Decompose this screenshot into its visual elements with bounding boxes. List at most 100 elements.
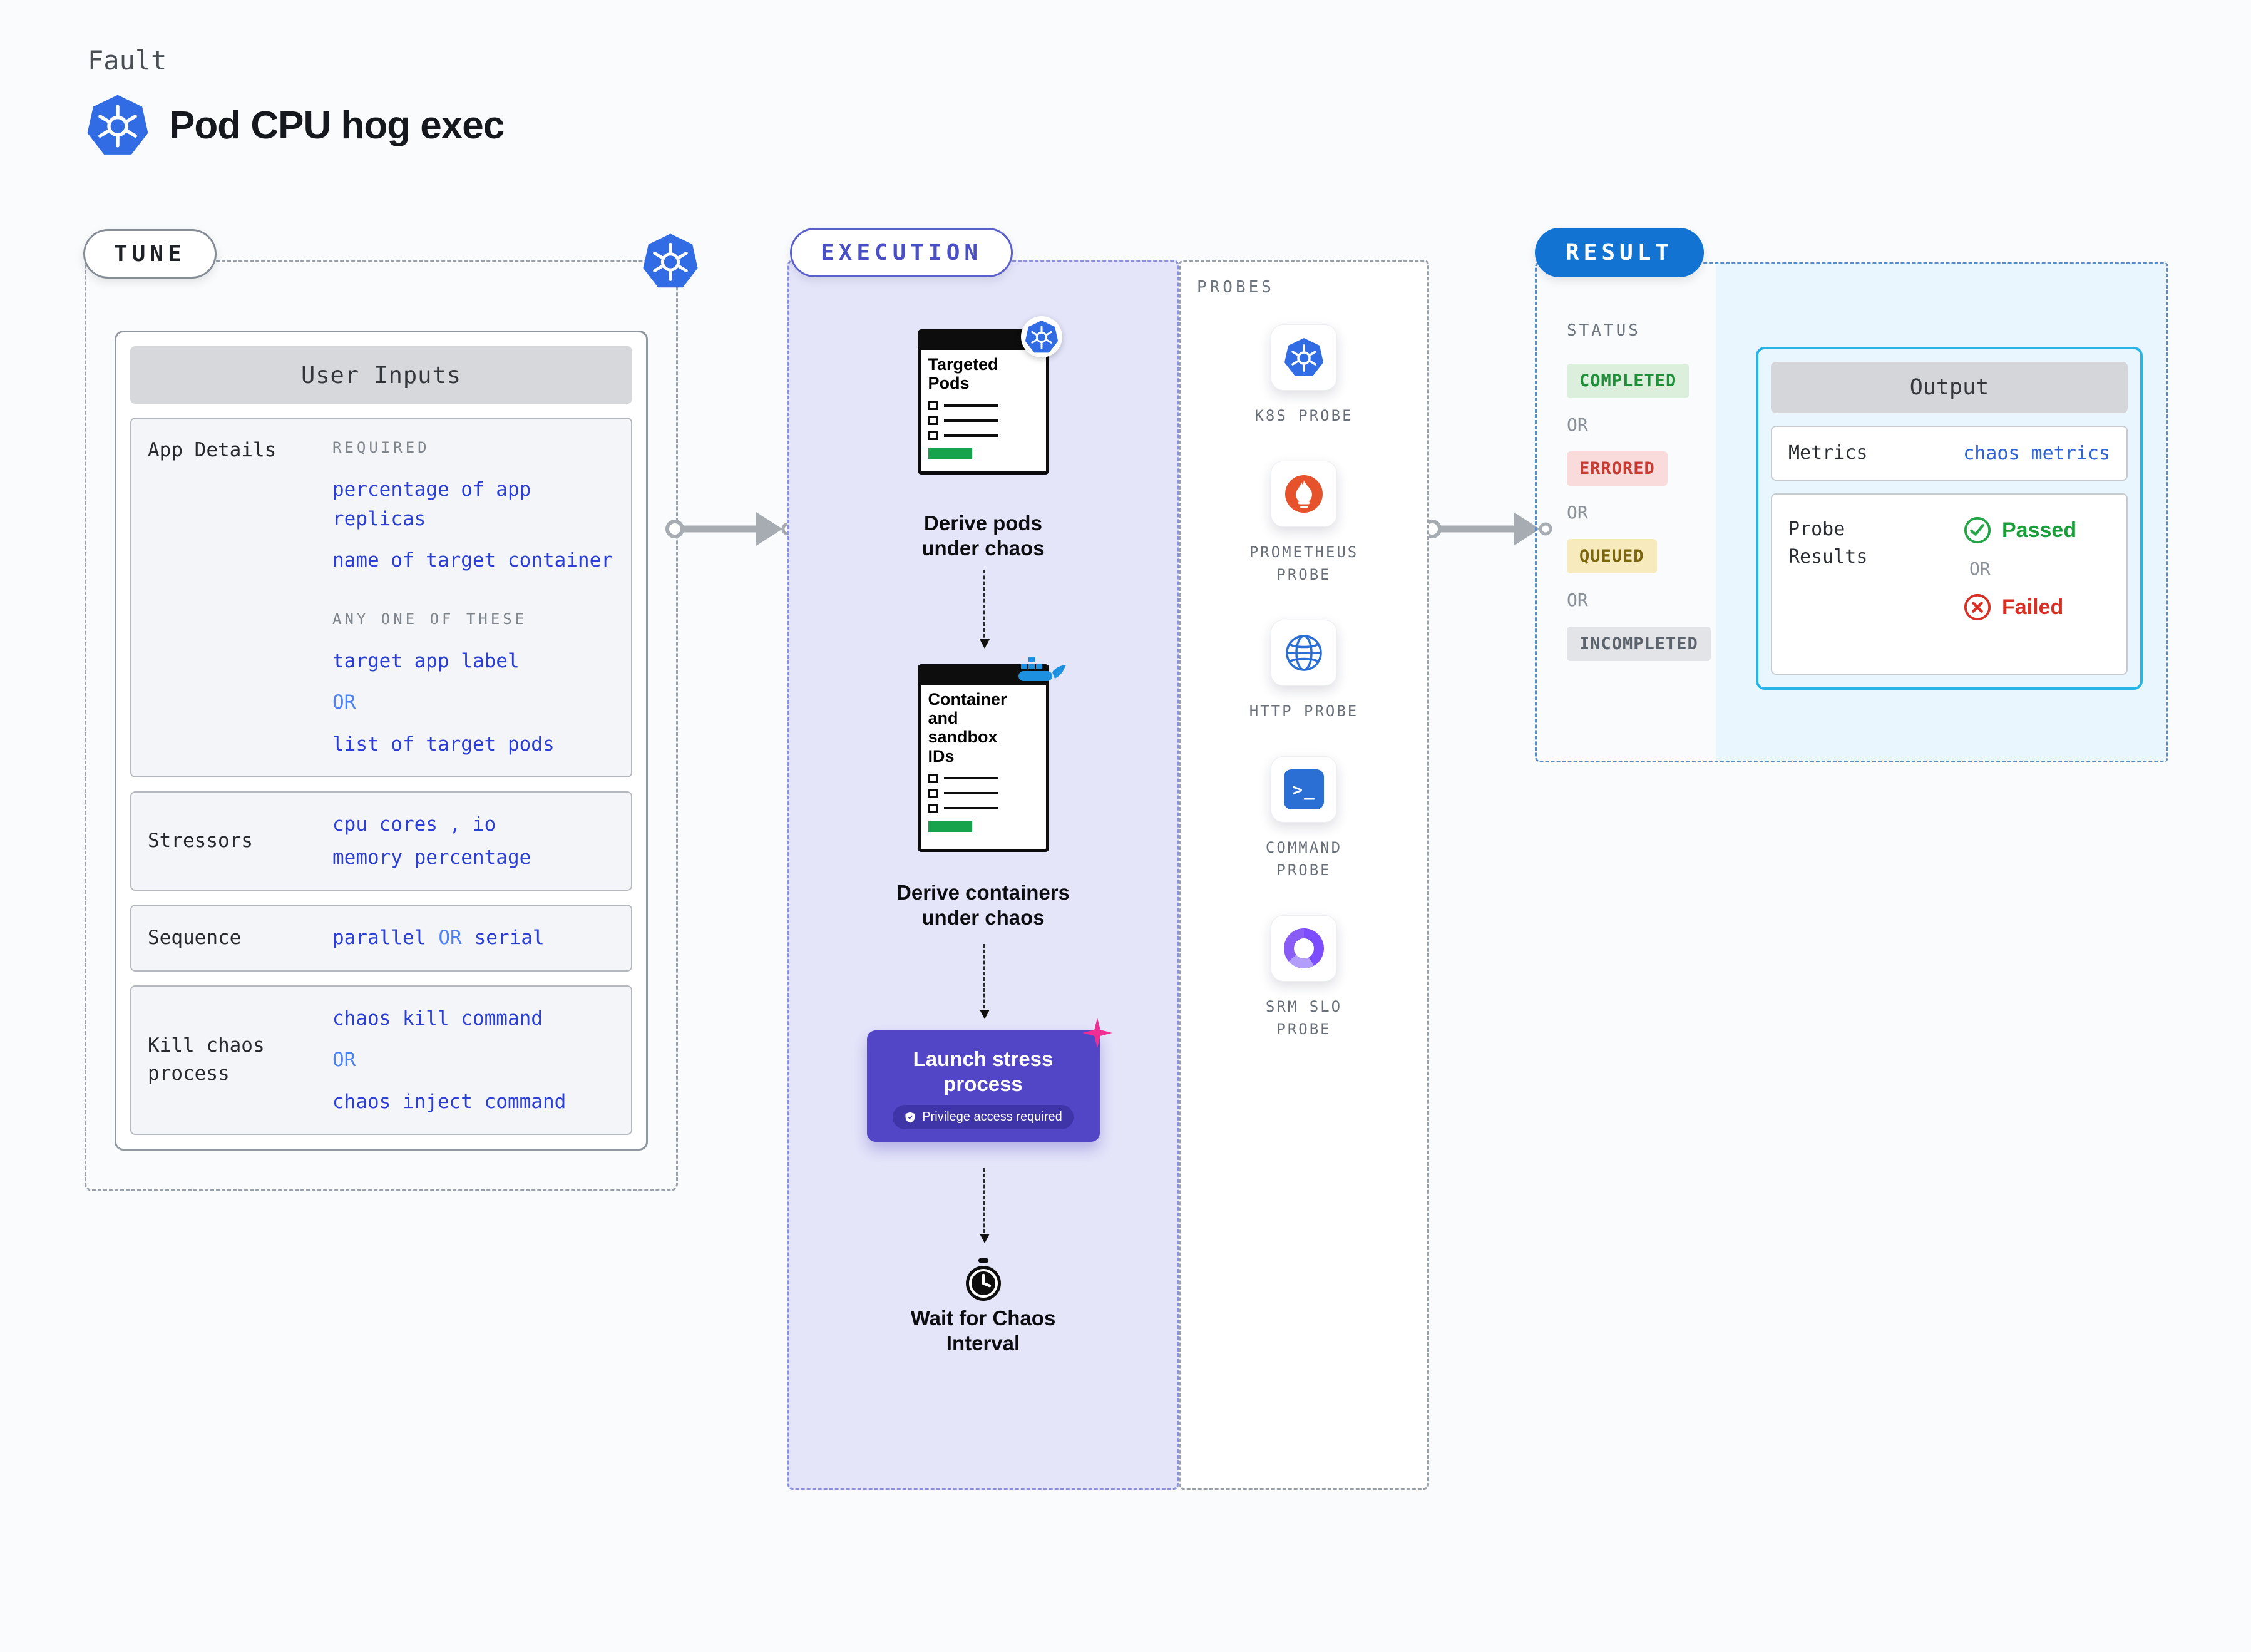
progress-bar [928,820,972,832]
input-value: chaos kill command [332,1007,543,1030]
probe-card: >_ [1271,756,1337,823]
chaos-sparkle-icon [1082,1018,1112,1048]
checkbox-icon [928,773,938,783]
sequence-row: Sequence parallel OR serial [130,905,632,972]
or-label: OR [1969,558,1991,579]
status-badge-errored: ERRORED [1567,451,1668,486]
stressors-label: Stressors [148,829,253,853]
app-details-label: App Details [148,439,277,461]
input-value: name of target container [332,549,613,572]
probe-name: K8S PROBE [1254,407,1353,424]
kubernetes-icon [87,95,148,155]
probe-name: SRM SLO PROBE [1265,998,1343,1038]
result-section: STATUS COMPLETED OR ERRORED OR QUEUED OR… [1535,262,2168,762]
kubernetes-icon [1020,316,1062,357]
text-line [943,434,998,437]
globe-icon [1286,635,1322,671]
probe-card [1271,915,1337,982]
or-label: OR [332,1049,356,1071]
fault-kicker: Fault [88,45,167,76]
step-derive-containers: Derive containers under chaos [896,881,1070,930]
probe-card [1271,620,1337,686]
text-line [943,404,998,407]
or-label: OR [438,926,462,949]
doc-title: Targeted Pods [928,355,998,393]
probe-item-command: >_ COMMAND PROBE [1240,756,1368,881]
flow-connector [979,944,990,1019]
targeted-pods-doc-icon: Targeted Pods [917,316,1062,475]
probe-card [1271,461,1337,527]
status-badge-incompleted: INCOMPLETED [1567,627,1711,661]
metrics-row: Metrics chaos metrics [1771,426,2128,481]
status-title: STATUS [1567,321,1641,340]
probe-result-passed: Passed [1963,516,2110,545]
failed-label: Failed [2002,595,2064,619]
probe-item-prometheus: PROMETHEUS PROBE [1240,461,1368,586]
probe-result-failed: Failed [1963,593,2110,622]
tune-section-label: TUNE [83,229,217,279]
probes-title: PROBES [1197,278,1274,297]
probe-results-label: Probe Results [1788,518,1868,568]
probe-name: PROMETHEUS PROBE [1249,543,1359,583]
text-line [943,777,998,780]
input-value: serial [474,926,545,949]
shield-icon [905,1112,915,1123]
probe-results-row: Probe Results Passed OR [1771,493,2128,675]
flow-arrow-tune-to-execution [665,512,795,546]
privilege-badge-label: Privilege access required [922,1110,1062,1124]
or-label: OR [1567,414,1588,435]
output-title: Output [1771,362,2128,413]
kubernetes-icon [643,233,698,288]
probe-item-srm-slo: SRM SLO PROBE [1240,915,1368,1040]
metrics-value: chaos metrics [1963,442,2110,464]
docker-icon [1018,657,1066,681]
required-caption: REQUIRED [332,439,430,456]
metrics-label: Metrics [1788,442,1868,464]
check-circle-icon [1964,516,1991,544]
execution-section: Targeted Pods Derive pods under chaos [787,260,1179,1490]
input-value: memory percentage [332,846,531,869]
text-line [943,807,998,810]
sequence-label: Sequence [148,926,242,949]
privilege-badge: Privilege access required [893,1105,1074,1130]
checkbox-icon [928,803,938,813]
checkbox-icon [928,788,938,798]
launch-stress-process-step: Launch stress process Privilege access r… [866,1018,1112,1142]
kill-chaos-label: Kill chaos process [148,1034,265,1085]
input-value: percentage of app replicas [332,478,531,530]
status-badge-queued: QUEUED [1567,539,1657,573]
text-line [943,419,998,422]
status-badge-completed: COMPLETED [1567,364,1690,398]
execution-section-label: EXECUTION [790,228,1013,277]
input-value: target app label [332,649,520,672]
probe-name: COMMAND PROBE [1265,839,1343,879]
any-one-caption: ANY ONE OF THESE [332,610,528,628]
app-details-row: App Details REQUIRED percentage of app r… [130,418,632,777]
text-line [943,792,998,795]
checkbox-icon [928,416,938,426]
fault-title-row: Pod CPU hog exec [86,94,505,156]
output-card: Output Metrics chaos metrics Probe Resul… [1756,347,2143,690]
or-label: OR [1567,502,1588,523]
step-wait-interval: Wait for Chaos Interval [910,1306,1056,1355]
doc-title: Container and sandbox IDs [928,690,1007,766]
launch-stress-label: Launch stress process [913,1047,1054,1095]
x-circle-icon [1964,593,1991,621]
user-inputs-title: User Inputs [130,346,632,404]
progress-bar [928,448,972,459]
container-sandbox-doc-icon: Container and sandbox IDs [917,657,1066,852]
clock-icon [965,1258,1001,1301]
input-value: list of target pods [332,732,555,756]
passed-label: Passed [2002,518,2077,542]
step-derive-pods: Derive pods under chaos [921,511,1045,560]
checkbox-icon [928,431,938,441]
srm-gauge-icon [1284,928,1324,968]
kubernetes-icon [1284,338,1323,376]
input-value: cpu cores , io [332,813,496,836]
probe-card [1270,324,1337,391]
terminal-icon: >_ [1284,769,1324,809]
tune-section: User Inputs App Details REQUIRED percent… [85,260,678,1191]
kill-chaos-row: Kill chaos process chaos kill command OR… [130,985,632,1135]
page-title: Pod CPU hog exec [169,103,505,147]
